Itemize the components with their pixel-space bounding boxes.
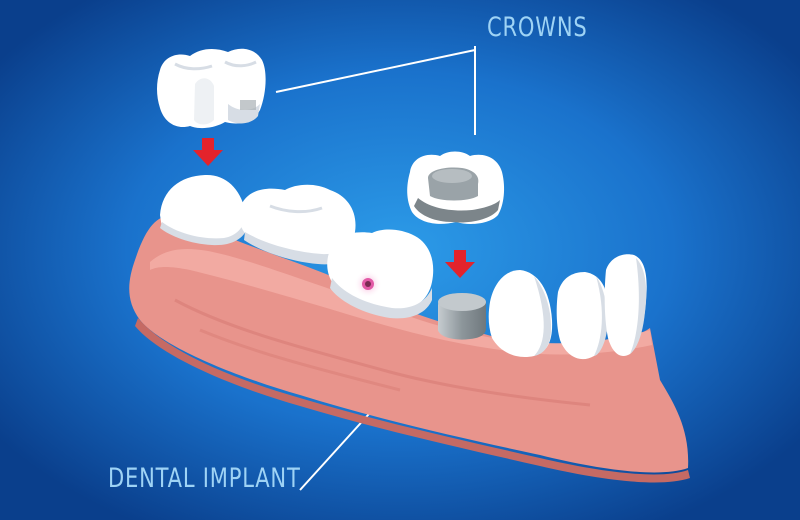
premolar-front	[488, 270, 553, 358]
crown-implant	[407, 151, 505, 224]
implant-abutment	[438, 293, 486, 340]
dental-implant-label: DENTAL IMPLANT	[108, 463, 301, 494]
molar-back	[160, 174, 248, 246]
gum	[129, 215, 690, 483]
arrow-down-icon-right	[445, 250, 475, 278]
incisor	[604, 254, 647, 357]
molar-second	[239, 184, 356, 265]
crowns-leader-lines	[275, 46, 476, 135]
arrow-down-icon-left	[193, 138, 223, 166]
crowns-label: CROWNS	[487, 12, 588, 43]
crown-bridge	[157, 48, 266, 129]
molar-decayed	[327, 229, 434, 319]
canine	[556, 272, 609, 360]
